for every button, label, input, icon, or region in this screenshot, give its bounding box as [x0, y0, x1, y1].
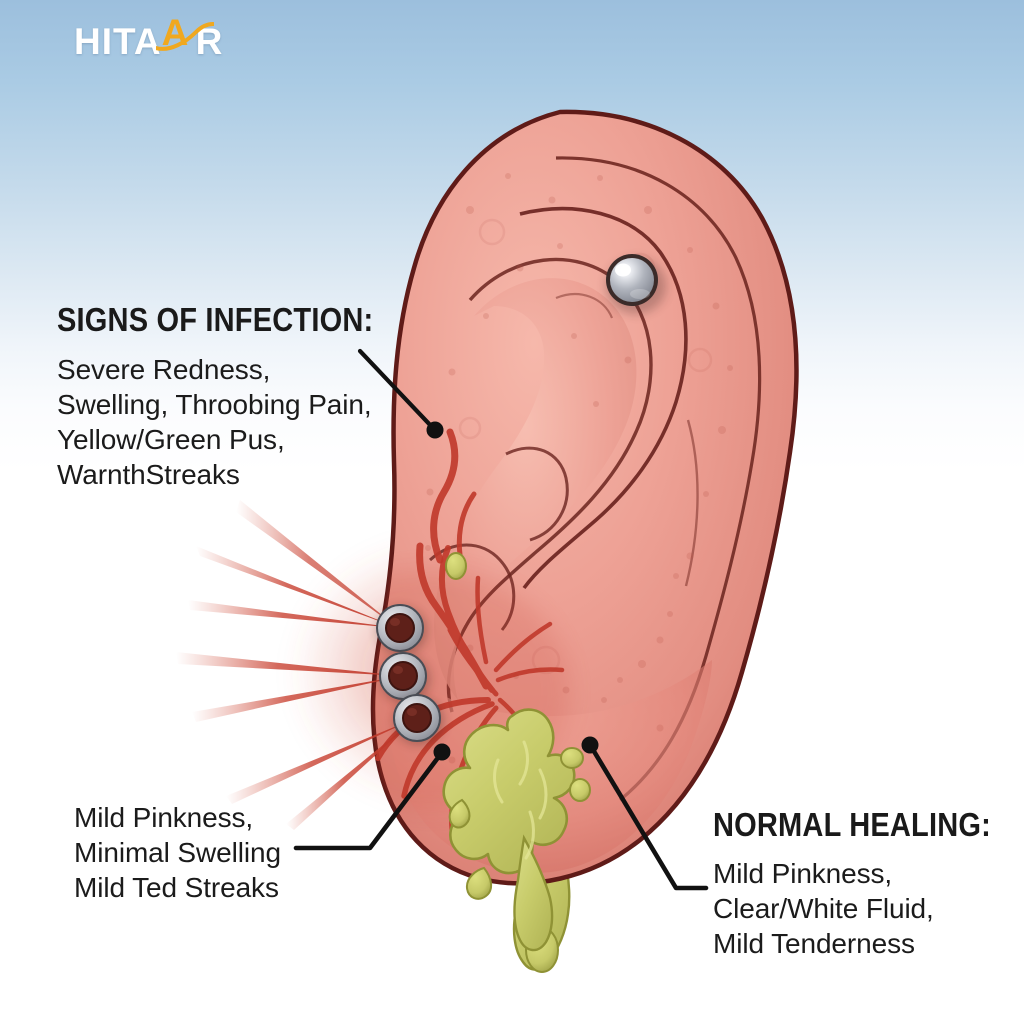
brand-accent-letter: A: [155, 14, 214, 54]
leader-line-normal: [581, 736, 709, 891]
callout-normal-healing: NORMAL HEALING: Mild Pinkness, Clear/Whi…: [713, 808, 1024, 961]
pus-droplet: [465, 866, 492, 900]
callout-mild-signs: Mild Pinkness, Minimal Swelling Mild Ted…: [74, 800, 281, 905]
brand-logo: HITA A R: [74, 14, 223, 60]
concha-bowl-fill: [434, 278, 637, 700]
antihelix-outline: [519, 206, 688, 590]
pus-droplet: [448, 798, 471, 829]
brand-swoosh-icon: [155, 22, 214, 51]
pus-discharge: [442, 552, 591, 952]
callout-heading-normal: NORMAL HEALING:: [713, 806, 991, 843]
pus-droplet-upper: [445, 552, 467, 580]
callout-body-normal: Mild Pinkness, Clear/White Fluid, Mild T…: [713, 858, 934, 959]
red-streaks: [176, 428, 565, 833]
callout-body-infection: Severe Redness, Swelling, Throobing Pain…: [57, 354, 372, 490]
callout-signs-of-infection: SIGNS OF INFECTION: Severe Redness, Swel…: [57, 303, 416, 492]
pearl-stud-icon: [606, 254, 666, 314]
leader-line-mild: [293, 743, 451, 851]
infected-piercing-sites: [376, 604, 444, 745]
callout-heading-infection: SIGNS OF INFECTION:: [57, 301, 374, 338]
infected-piercing-1: [376, 604, 427, 655]
pus-droplet: [560, 747, 584, 769]
callout-body-mild: Mild Pinkness, Minimal Swelling Mild Ted…: [74, 802, 281, 903]
pus-droplet: [569, 778, 591, 802]
tragus-outline: [505, 446, 569, 542]
infected-piercing-2: [379, 652, 430, 703]
leader-lines: [293, 348, 709, 891]
leader-line-infection: [357, 348, 444, 439]
brand-name-part1: HITA: [74, 21, 162, 62]
infected-piercing-3: [393, 694, 444, 745]
